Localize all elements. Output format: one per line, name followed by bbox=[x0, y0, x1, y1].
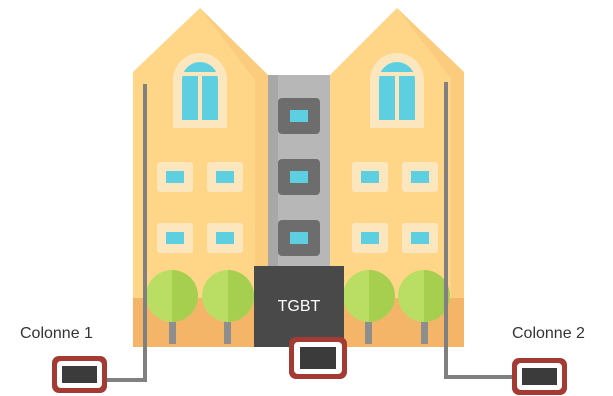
cabinet-face bbox=[522, 368, 557, 385]
right-arch-window-transom bbox=[379, 72, 415, 76]
colonne-1-label: Colonne 1 bbox=[20, 325, 93, 343]
right-window-glass bbox=[411, 171, 429, 183]
cabinet-face bbox=[300, 347, 336, 369]
tgbt-label: TGBT bbox=[254, 298, 344, 316]
right-arch-window-mullion bbox=[395, 76, 399, 122]
left-window-glass bbox=[216, 171, 234, 183]
left-window-glass bbox=[216, 232, 234, 244]
cabinet-face bbox=[62, 366, 97, 383]
right-window-glass bbox=[361, 232, 379, 244]
tower-window-glass bbox=[290, 232, 308, 244]
cabinet-colonne-1 bbox=[52, 356, 107, 393]
left-arch-window-transom bbox=[182, 72, 218, 76]
left-arch-window-mullion bbox=[198, 76, 202, 122]
tower-window-glass bbox=[290, 110, 308, 122]
left-window-glass bbox=[166, 232, 184, 244]
right-window-glass bbox=[361, 171, 379, 183]
cabinet-colonne-2 bbox=[512, 358, 567, 395]
cabinet-tgbt bbox=[289, 337, 347, 379]
colonne-2-label: Colonne 2 bbox=[512, 325, 585, 343]
tower-window-glass bbox=[290, 171, 308, 183]
right-window-glass bbox=[411, 232, 429, 244]
left-window-glass bbox=[166, 171, 184, 183]
